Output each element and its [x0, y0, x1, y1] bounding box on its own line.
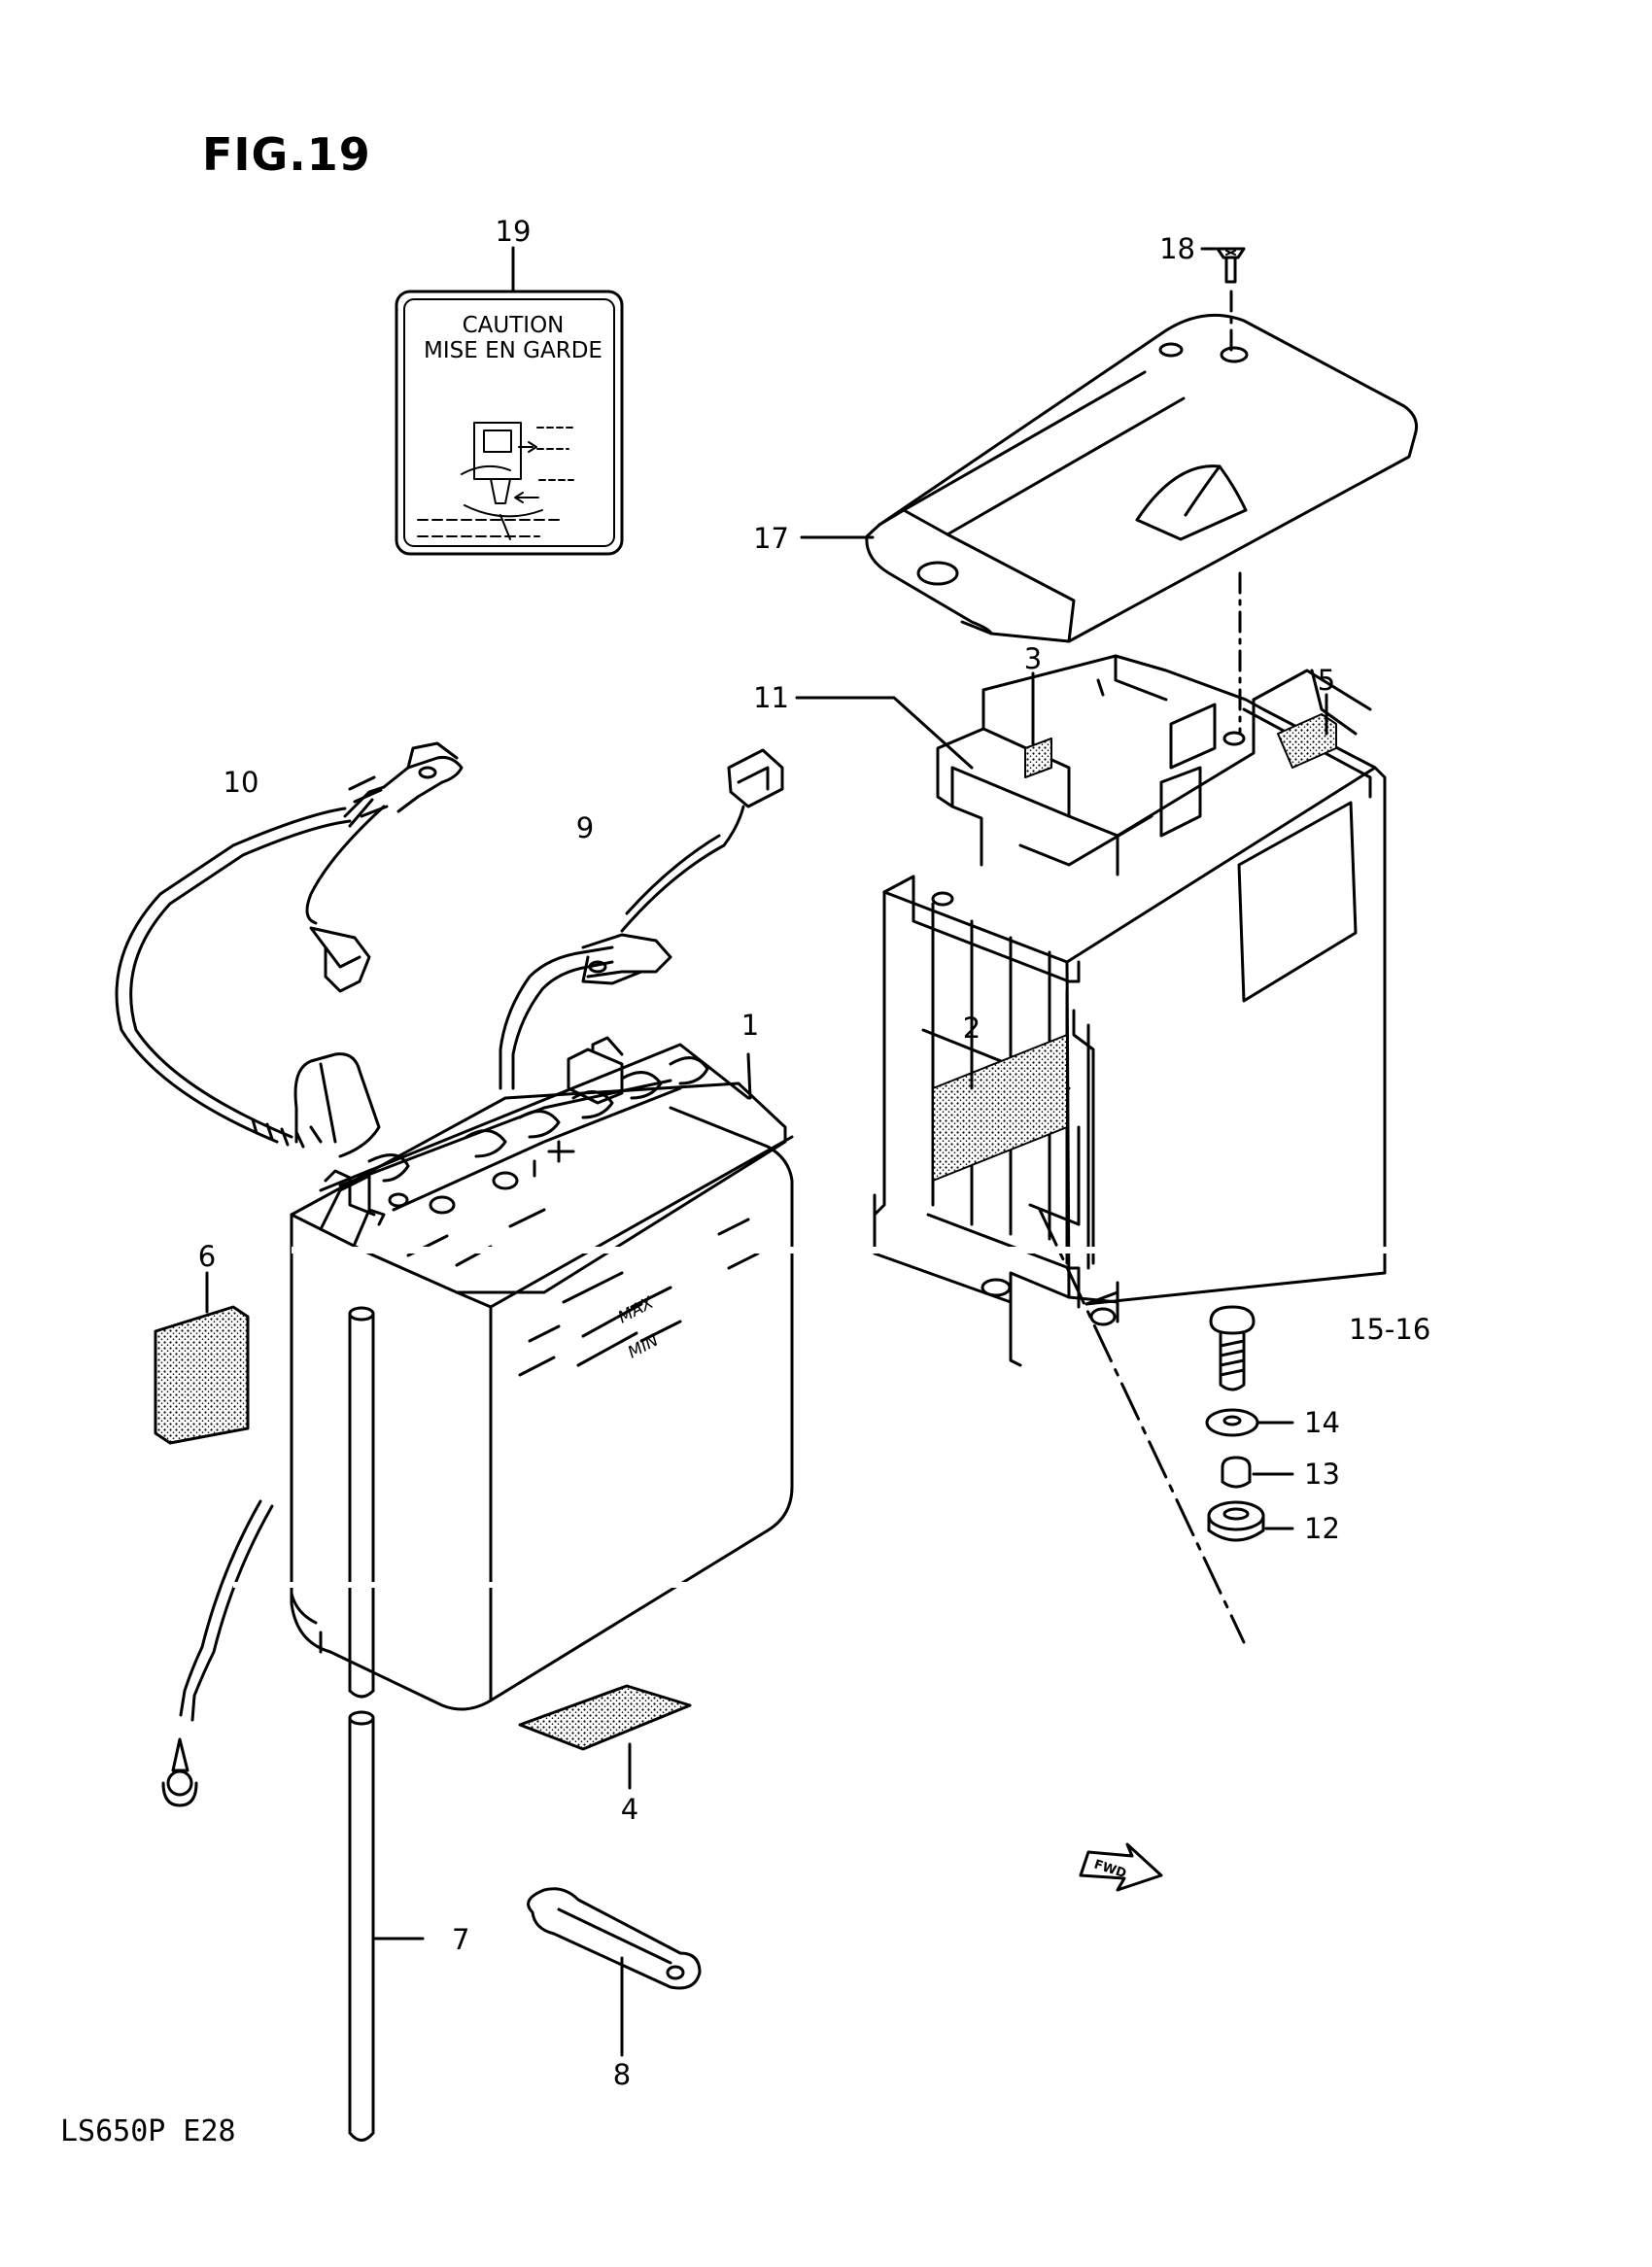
battery-case	[873, 654, 1387, 1367]
callout-18: 18	[1159, 232, 1195, 265]
callout-13: 13	[1304, 1458, 1340, 1491]
leader-11	[795, 696, 974, 770]
callout-7: 7	[452, 1923, 469, 1956]
battery-pad-4	[518, 1684, 692, 1751]
callout-8: 8	[613, 2058, 631, 2091]
caution-text: CAUTION	[463, 313, 565, 338]
callout-5: 5	[1318, 664, 1335, 697]
leader-1	[746, 1052, 752, 1100]
battery-cable-short	[499, 748, 784, 1090]
print-gap-bands	[233, 1247, 1438, 1588]
mise-en-garde-text: MISE EN GARDE	[424, 338, 602, 363]
callout-17: 17	[753, 522, 789, 555]
callout-6: 6	[198, 1240, 216, 1273]
fwd-arrow	[1079, 1842, 1163, 1892]
callout-1: 1	[741, 1009, 759, 1042]
mount-guide-line	[1038, 1208, 1246, 1644]
callout-3: 3	[1024, 642, 1042, 675]
cover-screw	[1200, 247, 1246, 736]
battery-cable-long	[115, 741, 464, 1158]
callout-14: 14	[1304, 1406, 1340, 1439]
model-code: LS650P E28	[60, 2114, 236, 2148]
breather-tube	[348, 1306, 425, 2142]
battery	[290, 1036, 794, 1711]
callout-15-16: 15-16	[1349, 1313, 1430, 1346]
battery-pad-6	[154, 1305, 250, 1445]
caution-label	[395, 246, 624, 556]
callout-10: 10	[224, 766, 259, 799]
ground-lead	[161, 1499, 274, 1807]
callout-12: 12	[1304, 1512, 1340, 1545]
callout-4: 4	[621, 1793, 638, 1826]
callout-19: 19	[496, 215, 532, 248]
battery-cover	[865, 313, 1419, 643]
battery-bracket	[527, 1887, 702, 2057]
mounting-hardware	[1205, 1305, 1294, 1542]
callout-2: 2	[963, 1012, 981, 1045]
callout-11: 11	[753, 681, 789, 714]
figure-title: FIG.19	[202, 128, 371, 181]
callout-9: 9	[576, 811, 594, 844]
